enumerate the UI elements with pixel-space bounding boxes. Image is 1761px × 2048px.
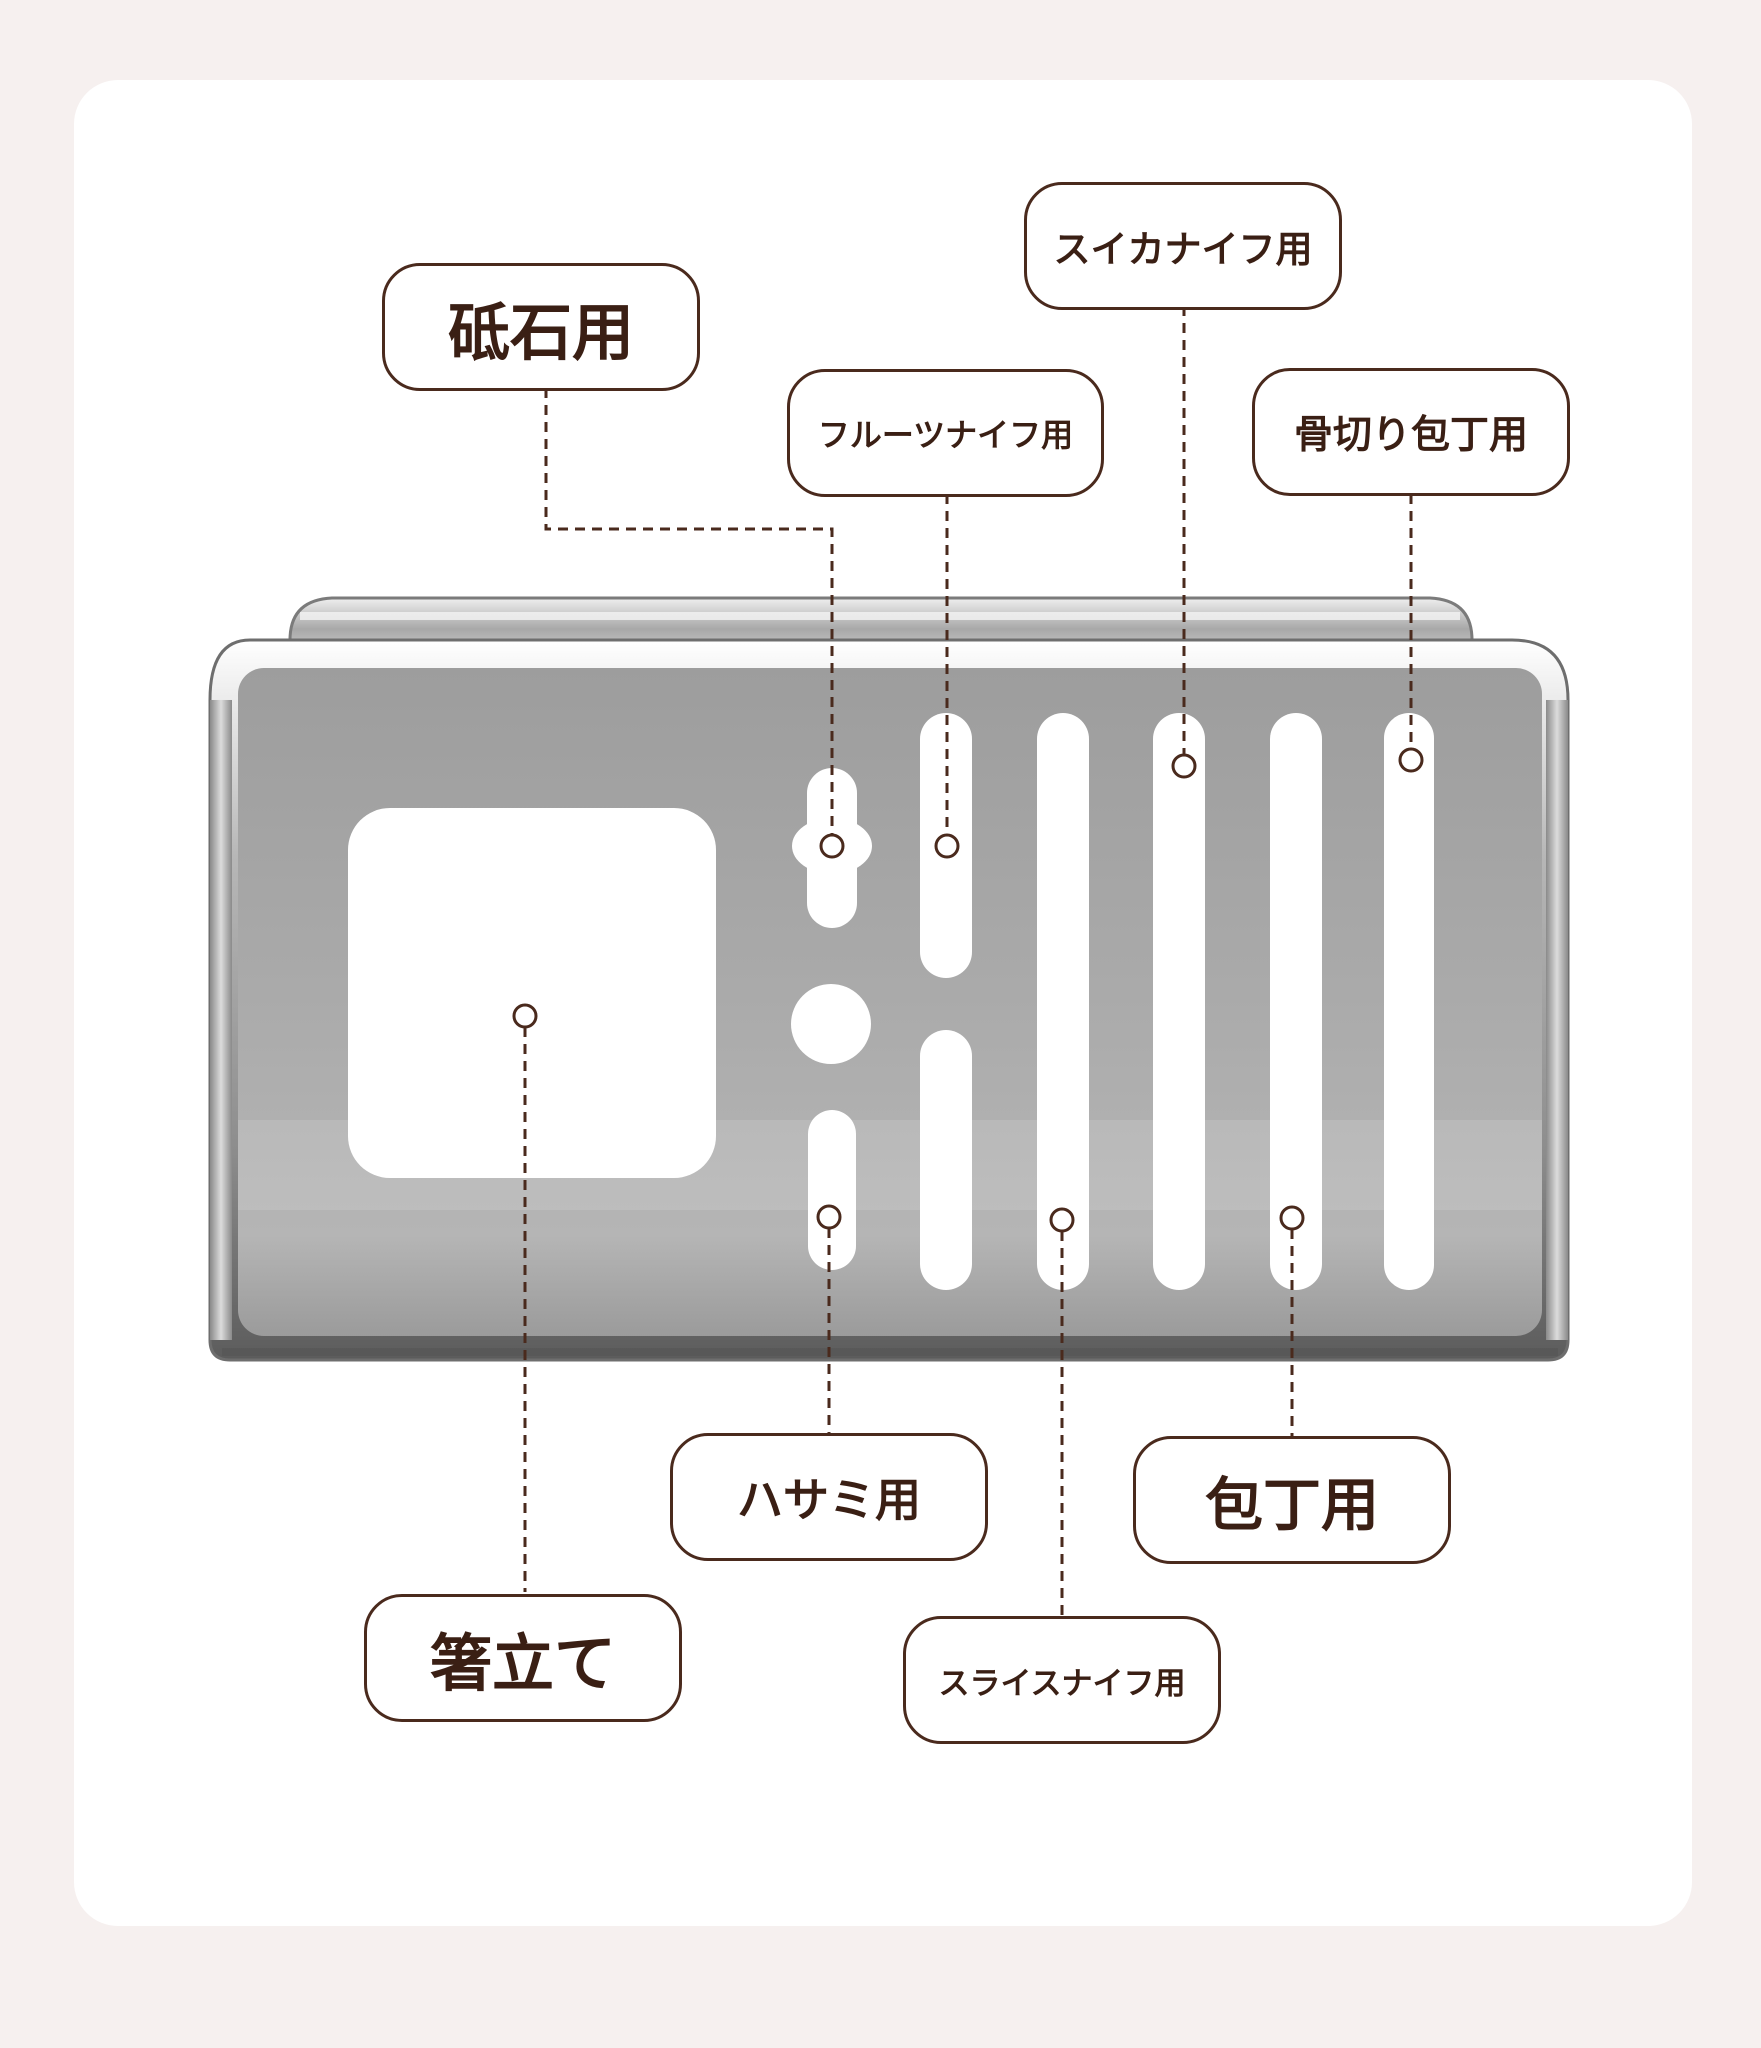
- holder-frame-right-edge: [1546, 700, 1568, 1340]
- label-watermelon-knife-text: スイカナイフ用: [1053, 228, 1313, 271]
- boning-knife-slot: [1384, 713, 1434, 1290]
- marker-watermelon-knife: [1171, 753, 1197, 779]
- kitchen-knife-slot: [1270, 713, 1322, 1290]
- round-hole: [791, 984, 871, 1064]
- label-fruit-knife-text: フルーツナイフ用: [817, 416, 1074, 454]
- slicing-knife-slot: [1037, 713, 1089, 1290]
- marker-chopsticks: [512, 1003, 538, 1029]
- label-slicing-knife-text: スライスナイフ用: [938, 1665, 1186, 1702]
- marker-slicing-knife: [1049, 1207, 1075, 1233]
- chopsticks-opening: [348, 808, 716, 1178]
- label-watermelon-knife: スイカナイフ用: [1024, 182, 1342, 310]
- lower-slot-2: [920, 1030, 972, 1290]
- holder-back-rim-highlight: [300, 612, 1460, 620]
- label-kitchen-knife-text: 包丁用: [1204, 1471, 1379, 1539]
- label-boning-knife: 骨切り包丁用: [1252, 368, 1570, 496]
- label-scissors: ハサミ用: [670, 1433, 988, 1561]
- label-fruit-knife: フルーツナイフ用: [787, 369, 1104, 497]
- marker-kitchen-knife: [1279, 1205, 1305, 1231]
- label-chopsticks-text: 箸立て: [429, 1627, 616, 1700]
- label-whetstone-text: 砥石用: [447, 296, 634, 369]
- holder-base-line: [222, 1348, 1558, 1356]
- marker-boning-knife: [1398, 747, 1424, 773]
- marker-scissors: [816, 1204, 842, 1230]
- watermelon-knife-slot: [1153, 713, 1205, 1290]
- label-boning-knife-text: 骨切り包丁用: [1293, 413, 1528, 458]
- holder-frame-left-edge: [210, 700, 232, 1340]
- label-slicing-knife: スライスナイフ用: [903, 1616, 1221, 1744]
- marker-whetstone: [819, 833, 845, 859]
- scissors-slot: [808, 1110, 856, 1270]
- leader-line-whetstone: [544, 388, 834, 836]
- marker-fruit-knife: [934, 833, 960, 859]
- label-chopsticks: 箸立て: [364, 1594, 682, 1722]
- label-whetstone: 砥石用: [382, 263, 700, 391]
- label-scissors-text: ハサミ用: [737, 1473, 921, 1527]
- label-kitchen-knife: 包丁用: [1133, 1436, 1451, 1564]
